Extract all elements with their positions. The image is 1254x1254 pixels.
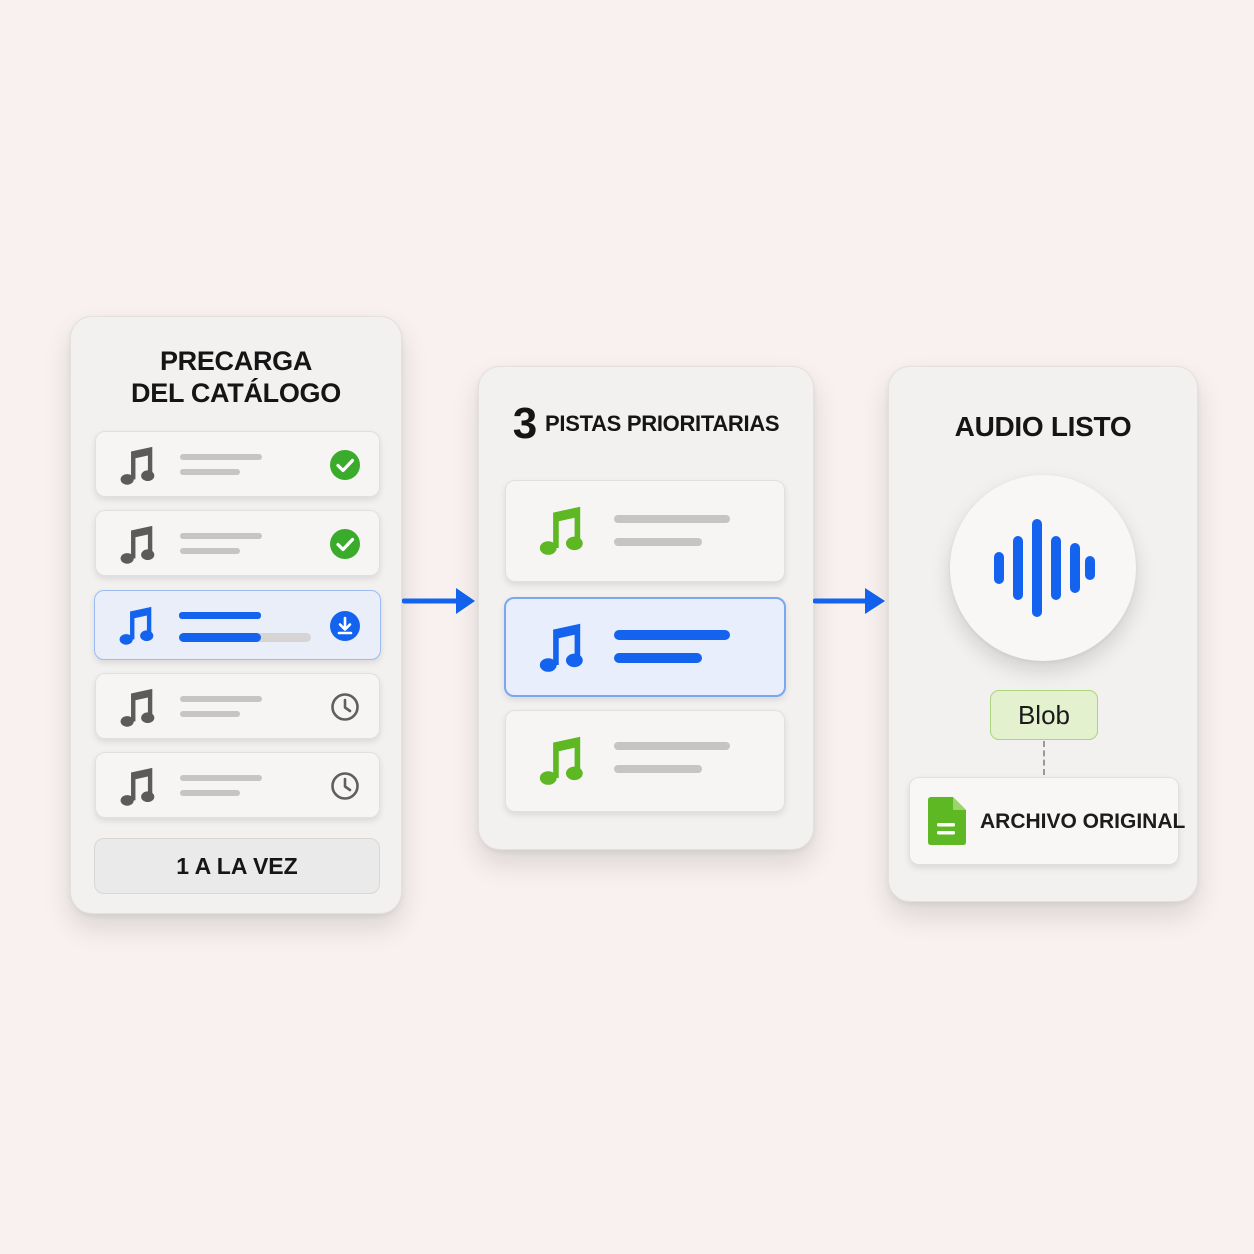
music-note-icon	[116, 444, 160, 488]
original-file-item[interactable]: ARCHIVO ORIGINAL	[909, 777, 1185, 865]
music-note-icon	[534, 620, 590, 676]
music-note-icon	[115, 604, 159, 648]
track-subtitle-placeholder	[614, 765, 702, 773]
track-subtitle-placeholder	[180, 469, 240, 475]
priority-title-text: PISTAS PRIORITARIAS	[545, 411, 780, 436]
music-note-icon	[116, 686, 160, 730]
track-title-placeholder	[614, 630, 730, 640]
catalog-track-row[interactable]	[95, 431, 380, 497]
blob-label: Blob	[1017, 700, 1071, 730]
track-subtitle-placeholder	[180, 790, 240, 796]
download-progress-track	[179, 633, 311, 642]
music-note-icon	[534, 503, 590, 559]
priority-track-row[interactable]	[505, 480, 785, 582]
check-circle-icon	[330, 529, 360, 559]
track-title-placeholder	[179, 612, 261, 619]
track-title-placeholder	[614, 742, 730, 750]
concurrency-label: 1 A LA VEZ	[94, 838, 380, 894]
audio-ready-badge[interactable]	[950, 475, 1136, 661]
preload-title-line1: PRECARGA	[159, 346, 313, 376]
track-subtitle-placeholder	[614, 653, 702, 663]
music-note-icon	[116, 523, 160, 567]
flow-arrow-icon	[402, 588, 475, 614]
priority-panel: 3 PISTAS PRIORITARIAS	[478, 366, 814, 850]
preload-title: PRECARGA DEL CATÁLOGO	[71, 345, 401, 409]
music-note-icon	[116, 765, 160, 809]
priority-count: 3	[512, 399, 537, 448]
track-title-placeholder	[614, 515, 730, 523]
priority-track-row-active[interactable]	[504, 597, 786, 697]
catalog-track-row-downloading[interactable]	[94, 590, 381, 660]
blob-tag: Blob	[990, 690, 1098, 740]
track-subtitle-placeholder	[180, 548, 240, 554]
track-title-placeholder	[180, 696, 262, 702]
concurrency-label-text: 1 A LA VEZ	[176, 853, 298, 879]
catalog-track-row[interactable]	[95, 510, 380, 576]
track-subtitle-placeholder	[614, 538, 702, 546]
document-icon	[928, 797, 966, 845]
ready-title: AUDIO LISTO	[954, 411, 1132, 442]
preload-panel: PRECARGA DEL CATÁLOGO	[70, 316, 402, 914]
audio-waveform-icon	[994, 519, 1095, 617]
track-title-placeholder	[180, 454, 262, 460]
clock-icon	[331, 772, 359, 800]
catalog-track-row[interactable]	[95, 673, 380, 739]
music-note-icon	[534, 733, 590, 789]
flow-arrow-icon	[813, 588, 885, 614]
track-title-placeholder	[180, 775, 262, 781]
catalog-track-row[interactable]	[95, 752, 380, 818]
track-subtitle-placeholder	[180, 711, 240, 717]
priority-track-row[interactable]	[505, 710, 785, 812]
original-file-label: ARCHIVO ORIGINAL	[980, 810, 1186, 833]
track-title-placeholder	[180, 533, 262, 539]
download-progress-fill	[179, 633, 261, 642]
check-circle-icon	[330, 450, 360, 480]
ready-panel: AUDIO LISTO Blob ARCHIVO ORIGINAL	[888, 366, 1198, 902]
preload-title-line2: DEL CATÁLOGO	[131, 378, 341, 408]
blob-file-connector	[1043, 741, 1045, 775]
download-circle-icon	[330, 611, 360, 641]
priority-title: 3 PISTAS PRIORITARIAS	[479, 399, 813, 449]
clock-icon	[331, 693, 359, 721]
